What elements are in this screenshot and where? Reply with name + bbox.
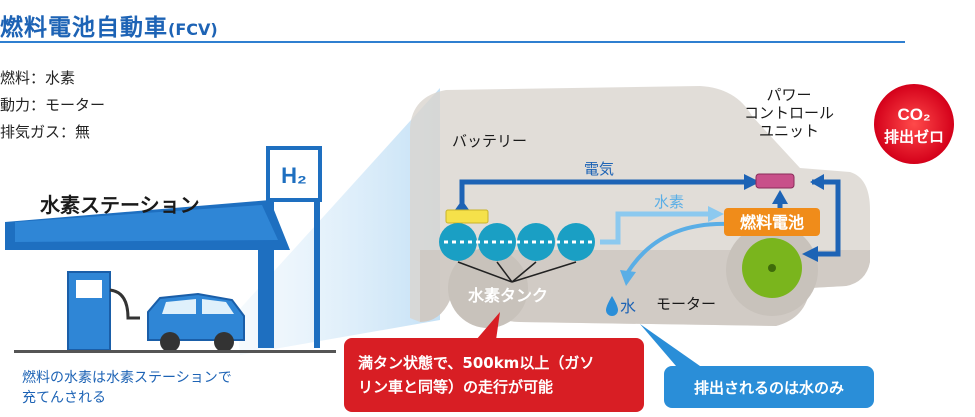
pcu-to-motor-line [810,179,841,257]
electric-arrow-right-icon [744,174,760,190]
fuel-cell-label: 燃料電池 [740,213,804,232]
station-name: 水素ステーション [40,193,200,217]
tank-pointer-lines [457,261,577,283]
fuel-cell-box [724,208,820,236]
spec-power: 動力：モーター [0,96,106,114]
dispenser-icon [67,271,140,351]
station-caption-line2: 充てんされる [22,390,106,406]
range-callout-line2: リン車と同等）の走行が可能 [358,378,554,396]
water-flow-line [626,221,729,274]
water-label: 水 [620,297,637,316]
station-caption: 燃料の水素は水素ステーションで 充てんされる [22,368,232,408]
range-callout-pointer [476,312,500,340]
spec-fuel: 燃料：水素 [0,69,76,87]
magnify-beam [237,88,440,355]
electricity-label: 電気 [584,160,615,178]
motor-arrow-icon [802,246,818,262]
range-callout-line1: 満タン状態で、500km以上（ガソ [358,354,595,372]
battery-label: バッテリー [452,132,528,150]
pcu-label-line3: ユニット [759,122,820,140]
pcu-label: パワー コントロール ユニット [744,86,834,140]
exhaust-callout-text: 排出されるのは水のみ [693,378,844,397]
exhaust-callout: 排出されるのは水のみ [664,366,874,408]
hydrogen-tank-icon [439,223,595,261]
hydrogen-label: 水素 [654,193,684,211]
range-callout: 満タン状態で、500km以上（ガソ リン車と同等）の走行が可能 [344,338,644,412]
pcu-icon [755,173,795,189]
water-drop-icon [606,296,618,316]
exhaust-callout-pointer [640,324,700,366]
motor-label: モーター [656,295,717,313]
co2-badge-line2: 排出ゼロ [884,128,944,146]
small-car-icon [147,292,245,352]
pcu-label-line1: パワー [766,86,812,104]
pcu-arrow-icon [810,174,824,190]
h2-sign-text: H₂ [281,163,307,188]
co2-badge-line1: CO₂ [897,105,930,124]
battery-icon [445,209,489,224]
station-canopy-icon [5,200,290,348]
title-sub: (FCV) [168,20,218,39]
pcu-label-line2: コントロール [744,104,835,122]
spec-exhaust: 排気ガス：無 [0,123,91,141]
water-arrow-icon [620,270,636,286]
h2-sign-icon [266,146,322,348]
front-wheel-icon [448,248,528,328]
title-main: 燃料電池自動車 [0,15,168,41]
fc-up-arrow-icon [772,190,788,204]
hydrogen-arrow-icon [708,206,724,222]
station-caption-line1: 燃料の水素は水素ステーションで [22,370,232,386]
page-title: 燃料電池自動車(FCV) [0,8,218,42]
title-divider [0,41,905,43]
ground-line [14,350,336,353]
hydrogen-flow-line [600,211,712,245]
tank-label: 水素タンク [468,286,549,305]
co2-badge [874,84,954,164]
